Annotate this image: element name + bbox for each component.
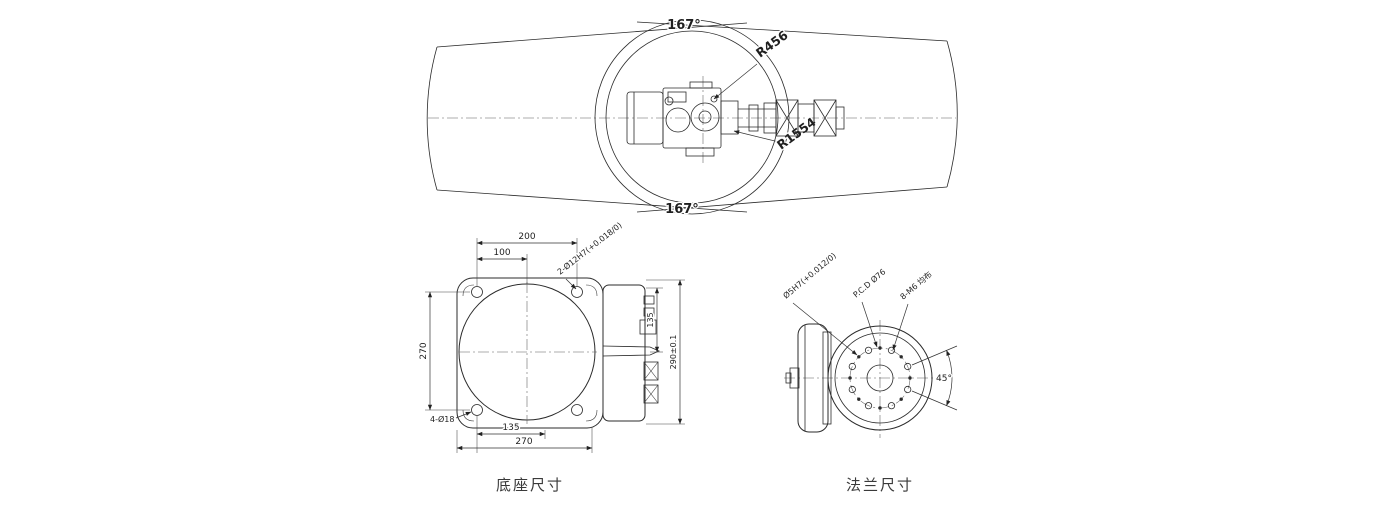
housing-detail-1 [643,295,655,305]
base-dimensions: 200 100 270 290±0.1 135 135 270 [418,231,685,453]
inner-corner-br [585,409,598,422]
base-view-title: 底座尺寸 [496,476,564,494]
mount-hole-tr [571,286,583,298]
flange-dowel-note: Ø5H7(+0.012/0) [781,250,838,300]
mount-hole-br [571,404,583,416]
dim-top-half: 100 [493,248,510,258]
base-plate-outline [456,277,604,429]
center-bore [866,364,894,392]
corner-hole-callout: 4-Ø18 [429,411,472,425]
flange-pcd-note: P.C.D Ø76 [851,267,888,300]
flange-bolt-note: 8-M6 均布 [898,269,934,301]
dim-bottom-half: 135 [502,423,519,433]
hole-angle-label: 45° [936,374,952,384]
base-dimension-view: 200 100 270 290±0.1 135 135 270 2-Ø12H7(… [418,219,685,494]
work-envelope-view: 167° 167° R456 R1554 [426,17,958,218]
corner-hole-note: 4-Ø18 [430,414,454,424]
angle-label-top: 167° [667,18,701,33]
dim-left-height: 270 [419,342,429,359]
flange-pcd-callout: P.C.D Ø76 [850,265,889,348]
radius-min-label: R456 [753,27,791,60]
mount-hole-bl [471,404,483,416]
dim-top-width: 200 [518,232,535,242]
envelope-arc-right [946,40,958,188]
base-housing [602,284,646,422]
flange-view-title: 法兰尺寸 [846,476,914,494]
connector-block-2 [643,384,659,404]
robot-top-view [626,81,845,157]
envelope-arc-left [426,46,438,191]
angle-label-bottom: 167° [665,202,699,217]
envelope-ray-bottom-right [636,186,948,213]
flange-dimension-view: 45° Ø5H7(+0.012/0) P.C.D Ø76 8-M6 均布 法兰尺… [780,249,958,494]
rotation-circle-outer [594,19,790,215]
hole-angle-callout: 45° [911,345,958,411]
housing-slot [602,345,660,357]
inner-corner-bl [462,409,475,422]
mount-hole-tl [471,286,483,298]
dim-bottom-width: 270 [515,437,532,447]
rotation-circle-inner [605,30,779,204]
inner-corner-tr [585,284,598,297]
envelope-ray-bottom-left [436,189,748,213]
envelope-ray-top-right [636,21,948,42]
inner-corner-tl [462,284,475,297]
dim-right-height: 290±0.1 [669,335,678,370]
envelope-ray-top-left [436,22,748,48]
flange-front-view [827,325,933,431]
dowel-hole-note: 2-Ø12H7(+0.018/0) [555,220,624,277]
flange-side-view [785,323,832,433]
housing-detail-2 [643,307,655,317]
connector-block-1 [643,361,659,381]
dim-right-upper: 135 [646,312,655,327]
